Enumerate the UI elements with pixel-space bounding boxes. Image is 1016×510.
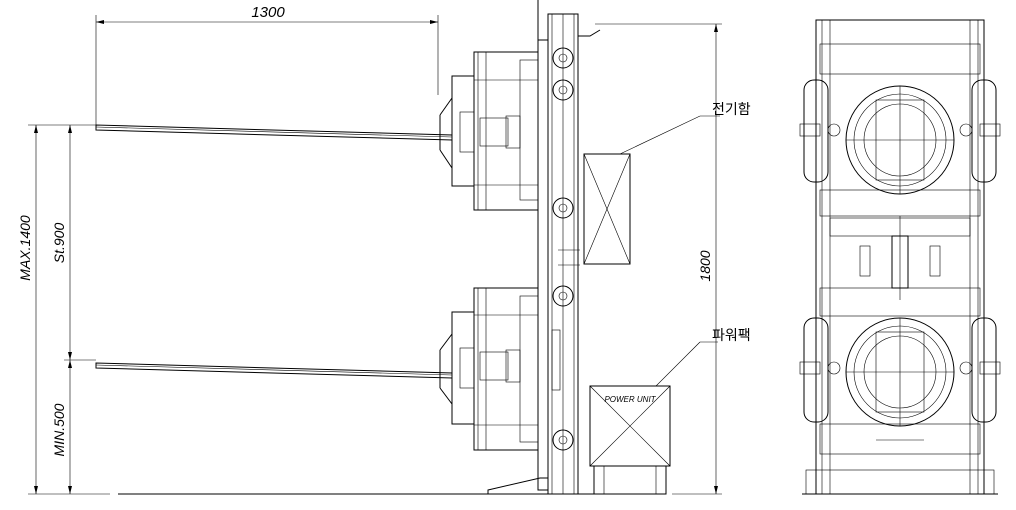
dimension-width: 1300 (95, 4, 439, 125)
callout-power-pack: 파워팩 (712, 328, 751, 344)
callout-electric-box: 전기함 (712, 102, 751, 118)
dimension-max: MAX.1400 (17, 124, 110, 495)
power-unit-label: POWER UNIT (604, 395, 656, 404)
dimension-stroke: St.900 (51, 125, 96, 361)
electric-box (583, 153, 631, 265)
dimension-height: 1800 (595, 23, 722, 495)
dim-min-label: MIN.500 (51, 403, 67, 456)
front-view (799, 19, 1001, 495)
dim-stroke-label: St.900 (51, 223, 67, 264)
dim-width-label: 1300 (251, 4, 285, 21)
dim-height-label: 1800 (697, 250, 713, 281)
dimension-min: MIN.500 (51, 360, 72, 494)
side-view: 전기함 POWER UNIT 파워팩 (95, 0, 751, 495)
dim-max-label: MAX.1400 (17, 215, 33, 281)
